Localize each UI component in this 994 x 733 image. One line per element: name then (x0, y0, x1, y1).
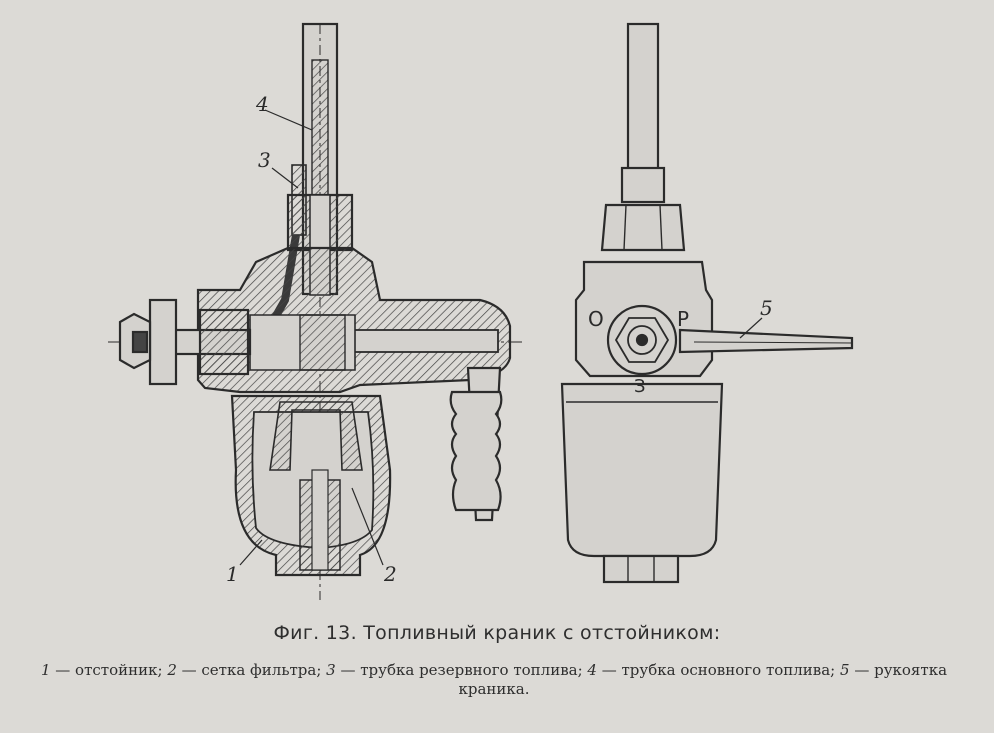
legend-num-3: 3 (326, 661, 336, 679)
legend-text-1: — отстойник; (50, 661, 168, 679)
callout-3: 3 (258, 148, 271, 172)
external-view (560, 22, 854, 584)
valve-mark-p: Р (677, 307, 689, 331)
legend-num-4: 4 (587, 661, 597, 679)
callout-2: 2 (384, 562, 397, 586)
legend-num-2: 2 (167, 661, 177, 679)
legend-text-2: — сетка фильтра; (176, 661, 327, 679)
legend-text-5: — рукоятка краника. (458, 661, 948, 698)
callout-1: 1 (226, 562, 239, 586)
figure-caption-legend: 1 — отстойник; 2 — сетка фильтра; 3 — тр… (24, 661, 964, 699)
legend-num-1: 1 (40, 661, 51, 679)
callout-5: 5 (760, 296, 773, 320)
fuel-valve-drawing: О Р З (108, 22, 854, 600)
valve-mark-z: З (634, 376, 646, 397)
legend-text-3: — трубка резервного топлива; (335, 661, 588, 679)
section-view (108, 22, 525, 600)
legend-text-4: — трубка основного топлива; (596, 661, 841, 679)
valve-mark-o: О (588, 307, 604, 331)
callout-4: 4 (256, 92, 269, 116)
figure-caption-title: Фиг. 13. Топливный краник с отстойником: (273, 622, 721, 644)
legend-num-5: 5 (840, 661, 850, 679)
